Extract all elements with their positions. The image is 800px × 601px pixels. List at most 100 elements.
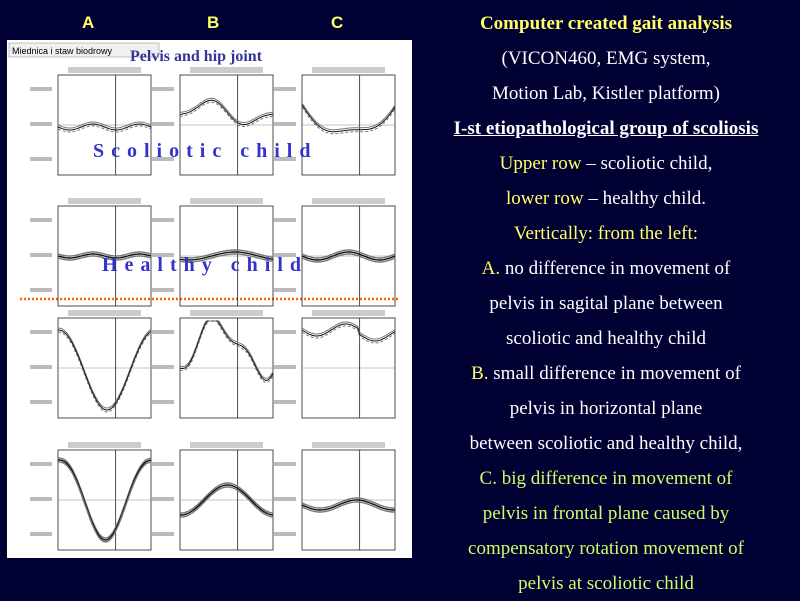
gait-curve bbox=[301, 106, 396, 135]
gait-curve bbox=[58, 461, 152, 543]
gait-plot-axis-label bbox=[274, 462, 296, 466]
gait-curve bbox=[301, 249, 396, 259]
gait-curve bbox=[58, 457, 152, 539]
gait-plot-caption bbox=[312, 310, 385, 316]
gait-curve bbox=[57, 121, 152, 129]
gait-plot-axis-label bbox=[274, 330, 296, 334]
gait-curve bbox=[301, 251, 396, 261]
b-label: B. bbox=[471, 363, 489, 384]
gait-plot-axis-label bbox=[274, 157, 296, 161]
b-line-2: pelvis in horizontal plane bbox=[509, 398, 703, 419]
gait-curve bbox=[57, 251, 152, 257]
title-tag-box bbox=[8, 42, 160, 58]
gait-plot-axis-label bbox=[30, 330, 52, 334]
gait-curve bbox=[301, 104, 396, 133]
gait-plot-axis-label bbox=[152, 400, 174, 404]
gait-plot-caption bbox=[68, 198, 141, 204]
gait-plot-axis-label bbox=[30, 400, 52, 404]
gait-curve bbox=[301, 499, 396, 511]
gait-curve bbox=[179, 249, 274, 259]
gait-plot-caption bbox=[312, 442, 385, 448]
group-heading: I-st etiopathological group of scoliosis bbox=[453, 118, 759, 139]
gait-plot-caption bbox=[190, 310, 263, 316]
gait-curve bbox=[301, 253, 396, 263]
gait-curve bbox=[180, 482, 274, 514]
gait-plot-axis-label bbox=[30, 288, 52, 292]
gait-plot-axis-label bbox=[152, 365, 174, 369]
gait-curve bbox=[179, 320, 274, 383]
gait-curve bbox=[301, 501, 396, 513]
gait-plot-axis-label bbox=[152, 497, 174, 501]
gait-plot-axis-label bbox=[274, 400, 296, 404]
a-label: A. bbox=[481, 258, 501, 279]
gait-curve bbox=[179, 253, 274, 263]
a-line-3: scoliotic and healthy child bbox=[506, 328, 706, 349]
gait-plot-axis-label bbox=[30, 462, 52, 466]
gait-curve bbox=[301, 102, 396, 131]
gait-plot-axis-label bbox=[274, 218, 296, 222]
gait-plot-axis-label bbox=[30, 122, 52, 126]
gait-curve bbox=[179, 101, 274, 127]
gait-figure: Miednica i staw biodrowy bbox=[7, 40, 412, 558]
gait-plot-axis-label bbox=[274, 87, 296, 91]
gait-plot-axis-label bbox=[152, 253, 174, 257]
gait-plot-axis-label bbox=[152, 462, 174, 466]
gait-plot-axis-label bbox=[152, 330, 174, 334]
gait-plot-axis-label bbox=[30, 157, 52, 161]
c-line-3: compensatory rotation movement of bbox=[468, 538, 744, 559]
slide-title: Computer created gait analysis bbox=[479, 13, 733, 34]
gait-curve bbox=[301, 323, 396, 342]
upper-row-text: – scoliotic child, bbox=[581, 153, 713, 174]
b-line-1: B. small difference in movement of bbox=[418, 356, 794, 391]
upper-row-line: Upper row – scoliotic child, bbox=[418, 146, 794, 181]
gait-plot-axis-label bbox=[30, 365, 52, 369]
gait-curve bbox=[57, 123, 152, 131]
gait-curve bbox=[58, 459, 152, 541]
lower-row-line: lower row – healthy child. bbox=[418, 181, 794, 216]
gait-plot-axis-label bbox=[274, 365, 296, 369]
c-line-4: pelvis at scoliotic child bbox=[518, 573, 694, 594]
description-panel: Computer created gait analysis (VICON460… bbox=[418, 6, 794, 601]
gait-plot-caption bbox=[190, 442, 263, 448]
gait-plot-axis-label bbox=[274, 532, 296, 536]
gait-plot-axis-label bbox=[30, 218, 52, 222]
b-line-3: between scoliotic and healthy child, bbox=[469, 433, 743, 454]
gait-curve bbox=[180, 484, 274, 516]
title-tag-text: Miednica i staw biodrowy bbox=[12, 46, 113, 56]
c-line-2: pelvis in frontal plane caused by bbox=[482, 503, 730, 524]
equipment-line-2: Motion Lab, Kistler platform) bbox=[492, 83, 720, 104]
vertically-line: Vertically: from the left: bbox=[513, 223, 699, 244]
column-letter-c: C bbox=[331, 13, 344, 32]
equipment-line-1: (VICON460, EMG system, bbox=[501, 48, 711, 69]
upper-row-label: Upper row bbox=[499, 153, 582, 174]
gait-curve bbox=[179, 320, 274, 379]
gait-plot-axis-label bbox=[30, 497, 52, 501]
gait-plot-axis-label bbox=[274, 122, 296, 126]
gait-curve bbox=[57, 255, 152, 261]
a-text-1: no difference in movement of bbox=[500, 258, 731, 279]
gait-plot-axis-label bbox=[274, 288, 296, 292]
gait-plot-axis-label bbox=[152, 87, 174, 91]
gait-curve bbox=[57, 327, 152, 409]
gait-curve bbox=[179, 99, 274, 125]
gait-plot-caption bbox=[190, 198, 263, 204]
gait-plot-caption bbox=[312, 67, 385, 73]
gait-plot-axis-label bbox=[152, 157, 174, 161]
c-line-1: C. big difference in movement of bbox=[479, 468, 733, 489]
gait-plot-axis-label bbox=[30, 87, 52, 91]
gait-curve bbox=[57, 329, 152, 411]
gait-curve bbox=[57, 125, 152, 133]
gait-figure-panel: Miednica i staw biodrowy A B C Pelvis an… bbox=[7, 13, 412, 558]
b-text-1: small difference in movement of bbox=[488, 363, 741, 384]
column-letter-a: A bbox=[82, 13, 95, 32]
gait-plot-caption bbox=[68, 442, 141, 448]
column-letter-b: B bbox=[207, 13, 220, 32]
a-line-1: A. no difference in movement of bbox=[418, 251, 794, 286]
gait-plot-axis-label bbox=[152, 122, 174, 126]
gait-plot-axis-label bbox=[30, 253, 52, 257]
a-line-2: pelvis in sagital plane between bbox=[489, 293, 723, 314]
gait-plot-caption bbox=[68, 67, 141, 73]
gait-plot-caption bbox=[312, 198, 385, 204]
gait-plot-axis-label bbox=[152, 532, 174, 536]
gait-curve bbox=[179, 320, 274, 381]
